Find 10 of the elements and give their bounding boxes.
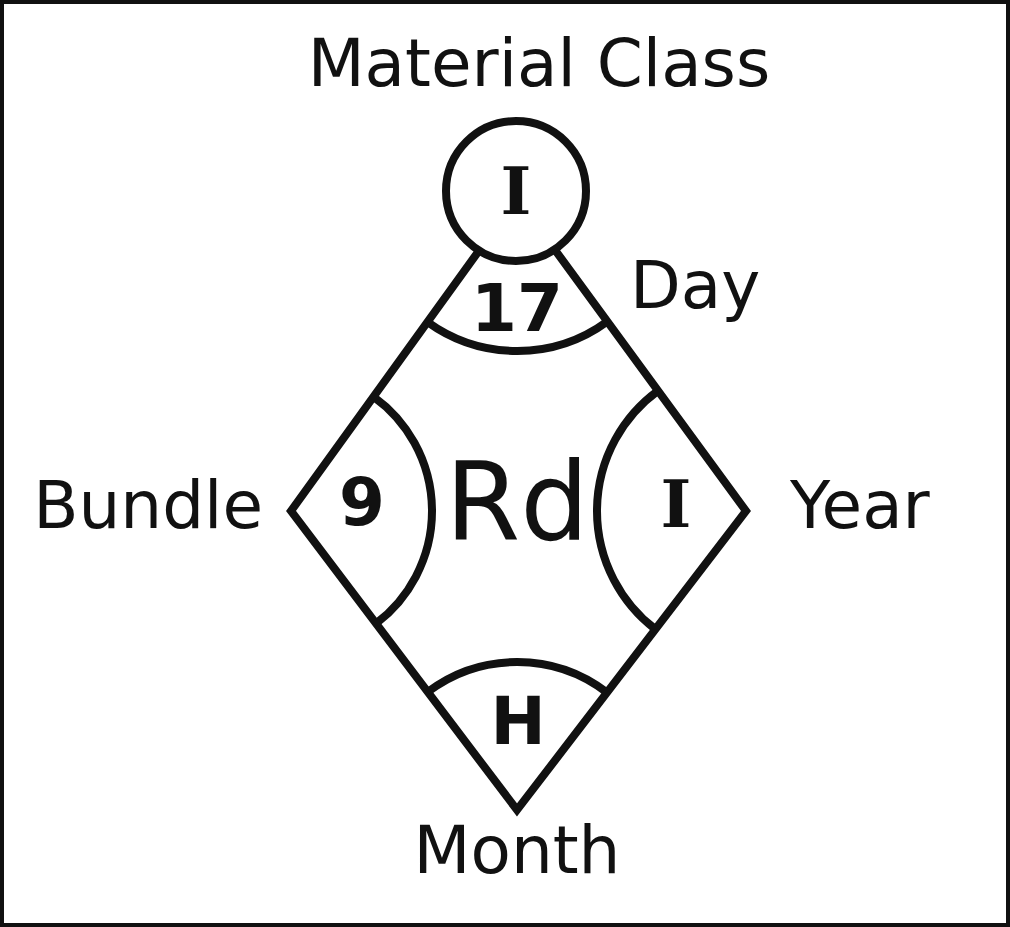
sector-value: I: [660, 471, 692, 537]
field-label: Year: [790, 473, 930, 539]
sector-value: H: [490, 689, 546, 755]
field-label: Bundle: [33, 473, 263, 539]
sector-value: 17: [471, 276, 563, 342]
circle-letter: I: [500, 158, 532, 224]
center-code: Rd: [445, 449, 589, 557]
sector-value: 9: [339, 470, 385, 536]
field-label: Month: [413, 818, 621, 884]
field-label: Material Class: [307, 31, 771, 97]
